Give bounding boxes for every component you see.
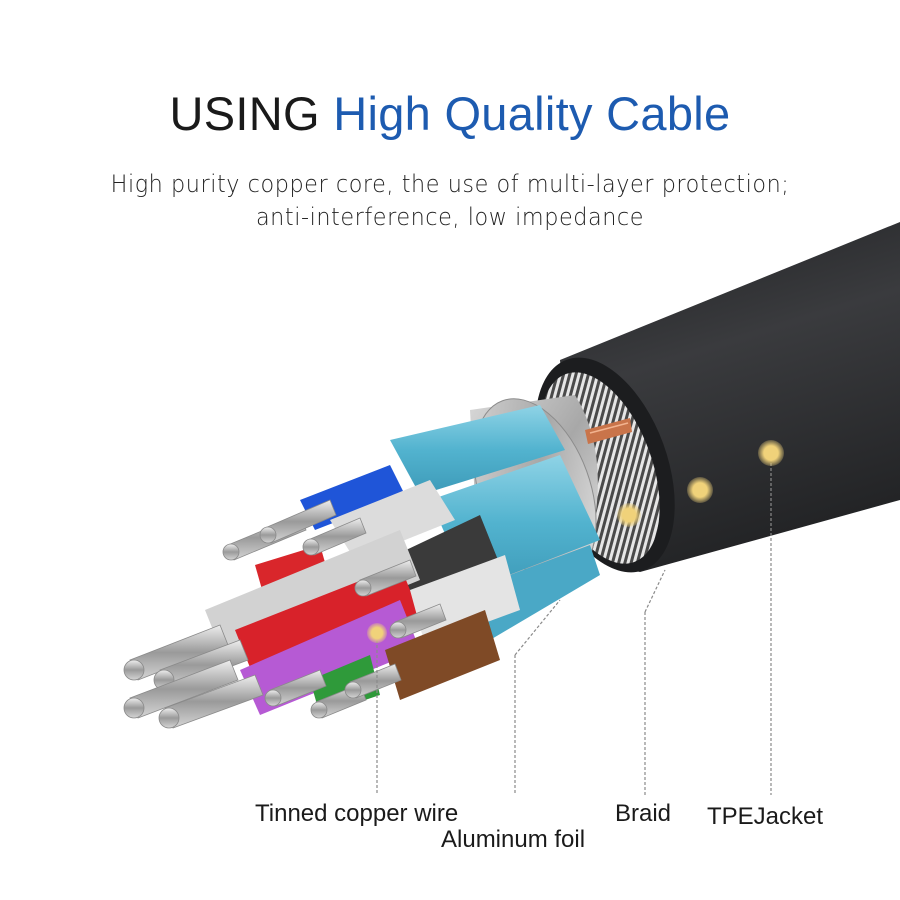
subtitle-line-1: High purity copper core, the use of mult…	[110, 170, 790, 198]
braid-marker-dot	[687, 477, 713, 503]
leader-lines	[376, 458, 772, 795]
tinned-copper-strands	[123, 499, 447, 729]
marker-dots	[367, 440, 784, 643]
callout-aluminum-foil: Aluminum foil	[441, 826, 586, 853]
foil-marker-dot	[617, 503, 641, 527]
copper-drain-wire	[585, 418, 632, 444]
tinned-wire-marker-dot	[367, 623, 387, 643]
callout-tpe-jacket: TPEJacket	[707, 803, 824, 830]
jacket-marker-dot	[758, 440, 784, 466]
callout-braid: Braid	[615, 800, 672, 827]
subtitle-line-2: anti-interference, low impedance	[255, 203, 645, 231]
page-title: USING High Quality Cable	[0, 86, 900, 141]
callout-tinned-copper-wire: Tinned copper wire	[255, 800, 459, 827]
title-highlight: High Quality Cable	[333, 87, 731, 140]
title-prefix: USING	[169, 87, 320, 140]
